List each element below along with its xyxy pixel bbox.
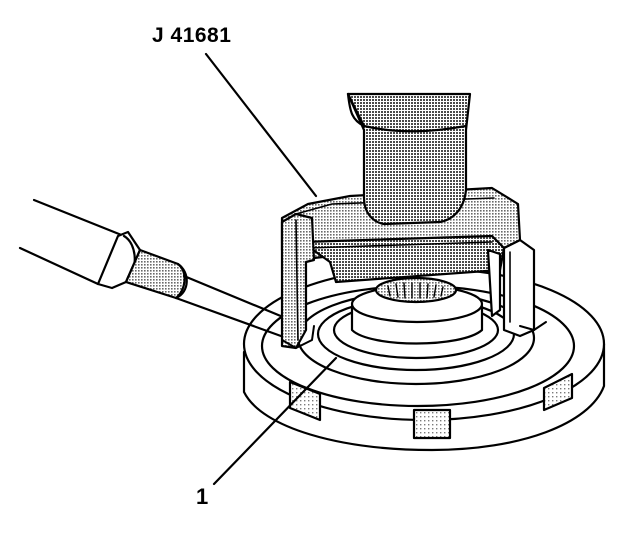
part-leader-line	[212, 356, 338, 486]
press-ram	[346, 92, 472, 226]
ring-window	[288, 380, 322, 422]
tool-callout-label: J 41681	[152, 24, 232, 47]
seal-rings	[296, 276, 536, 386]
part-callout-label: 1	[196, 484, 209, 509]
ring-window	[412, 408, 452, 440]
ring-window	[542, 372, 574, 412]
tool-leader-line	[204, 52, 318, 198]
probe-tool	[18, 198, 302, 342]
